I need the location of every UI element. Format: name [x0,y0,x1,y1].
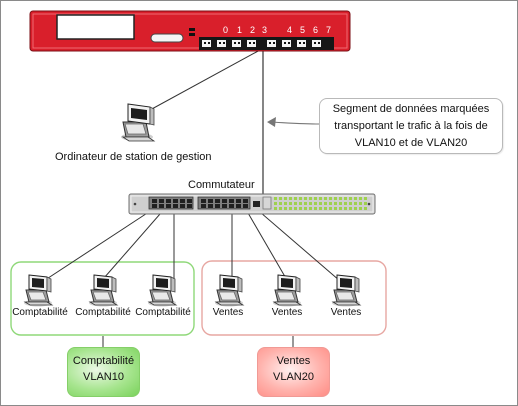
switch-to-sales-pc-2-line [243,205,292,288]
switch-to-accounting-pc-1-line [35,205,159,287]
sales-computer-icon-3 [331,274,362,307]
switch-label: Commutateur [188,179,255,191]
firewall-display [56,14,135,40]
sales-vlan-id: VLAN20 [273,371,314,383]
accounting-device-label-3: Comptabilité [135,307,191,318]
switch-to-accounting-pc-2-line [96,205,168,287]
switch-led-grid [274,197,367,210]
sales-device-label-2: Ventes [271,307,303,318]
accounting-computer-icon-2 [88,274,119,307]
firewall-port-4-label: 4 [287,25,292,35]
accounting-vlan-badge: Comptabilité VLAN10 [67,347,140,397]
callout-arrow-head [267,117,276,127]
sales-computer-icon-1 [214,274,245,307]
firewall-port-0-label: 0 [223,25,228,35]
accounting-device-label-2: Comptabilité [75,307,131,318]
management-station-label: Ordinateur de station de gestion [55,151,212,163]
sales-device-label-3: Ventes [330,307,362,318]
callout-arrow-line [269,121,320,125]
firewall-port-5-label: 5 [300,25,305,35]
accounting-group-box [10,261,195,336]
accounting-vlan-id: VLAN10 [83,371,124,383]
firewall-device: 0 1 2 3 4 5 6 7 [29,10,351,52]
firewall-port-6-label: 6 [313,25,318,35]
tagged-segment-callout: Segment de données marquées transportant… [319,98,503,154]
accounting-vlan-name: Comptabilité [72,355,135,367]
switch-device [128,193,376,215]
sales-device-label-1: Ventes [212,307,244,318]
sales-group-box [201,260,387,336]
firewall-port-3-label: 3 [262,25,267,35]
accounting-computer-icon-3 [147,274,178,307]
firewall-to-management-line [138,49,261,117]
callout-line-1: Segment de données marquées [332,103,490,115]
firewall-port-2-label: 2 [250,25,255,35]
callout-line-2: transportant le trafic à la fois de [334,120,488,132]
management-computer-icon [121,103,156,142]
sales-vlan-name: Ventes [276,355,311,367]
accounting-device-label-1: Comptabilité [12,307,68,318]
firewall-port-7-label: 7 [326,25,331,35]
switch-to-sales-pc-3-line [252,205,348,288]
sales-vlan-badge: Ventes VLAN20 [257,347,330,397]
sales-computer-icon-2 [272,274,303,307]
firewall-indicator [150,33,184,43]
firewall-port-1-label: 1 [237,25,242,35]
accounting-computer-icon-1 [23,274,54,307]
callout-line-3: VLAN10 et de VLAN20 [354,137,468,149]
